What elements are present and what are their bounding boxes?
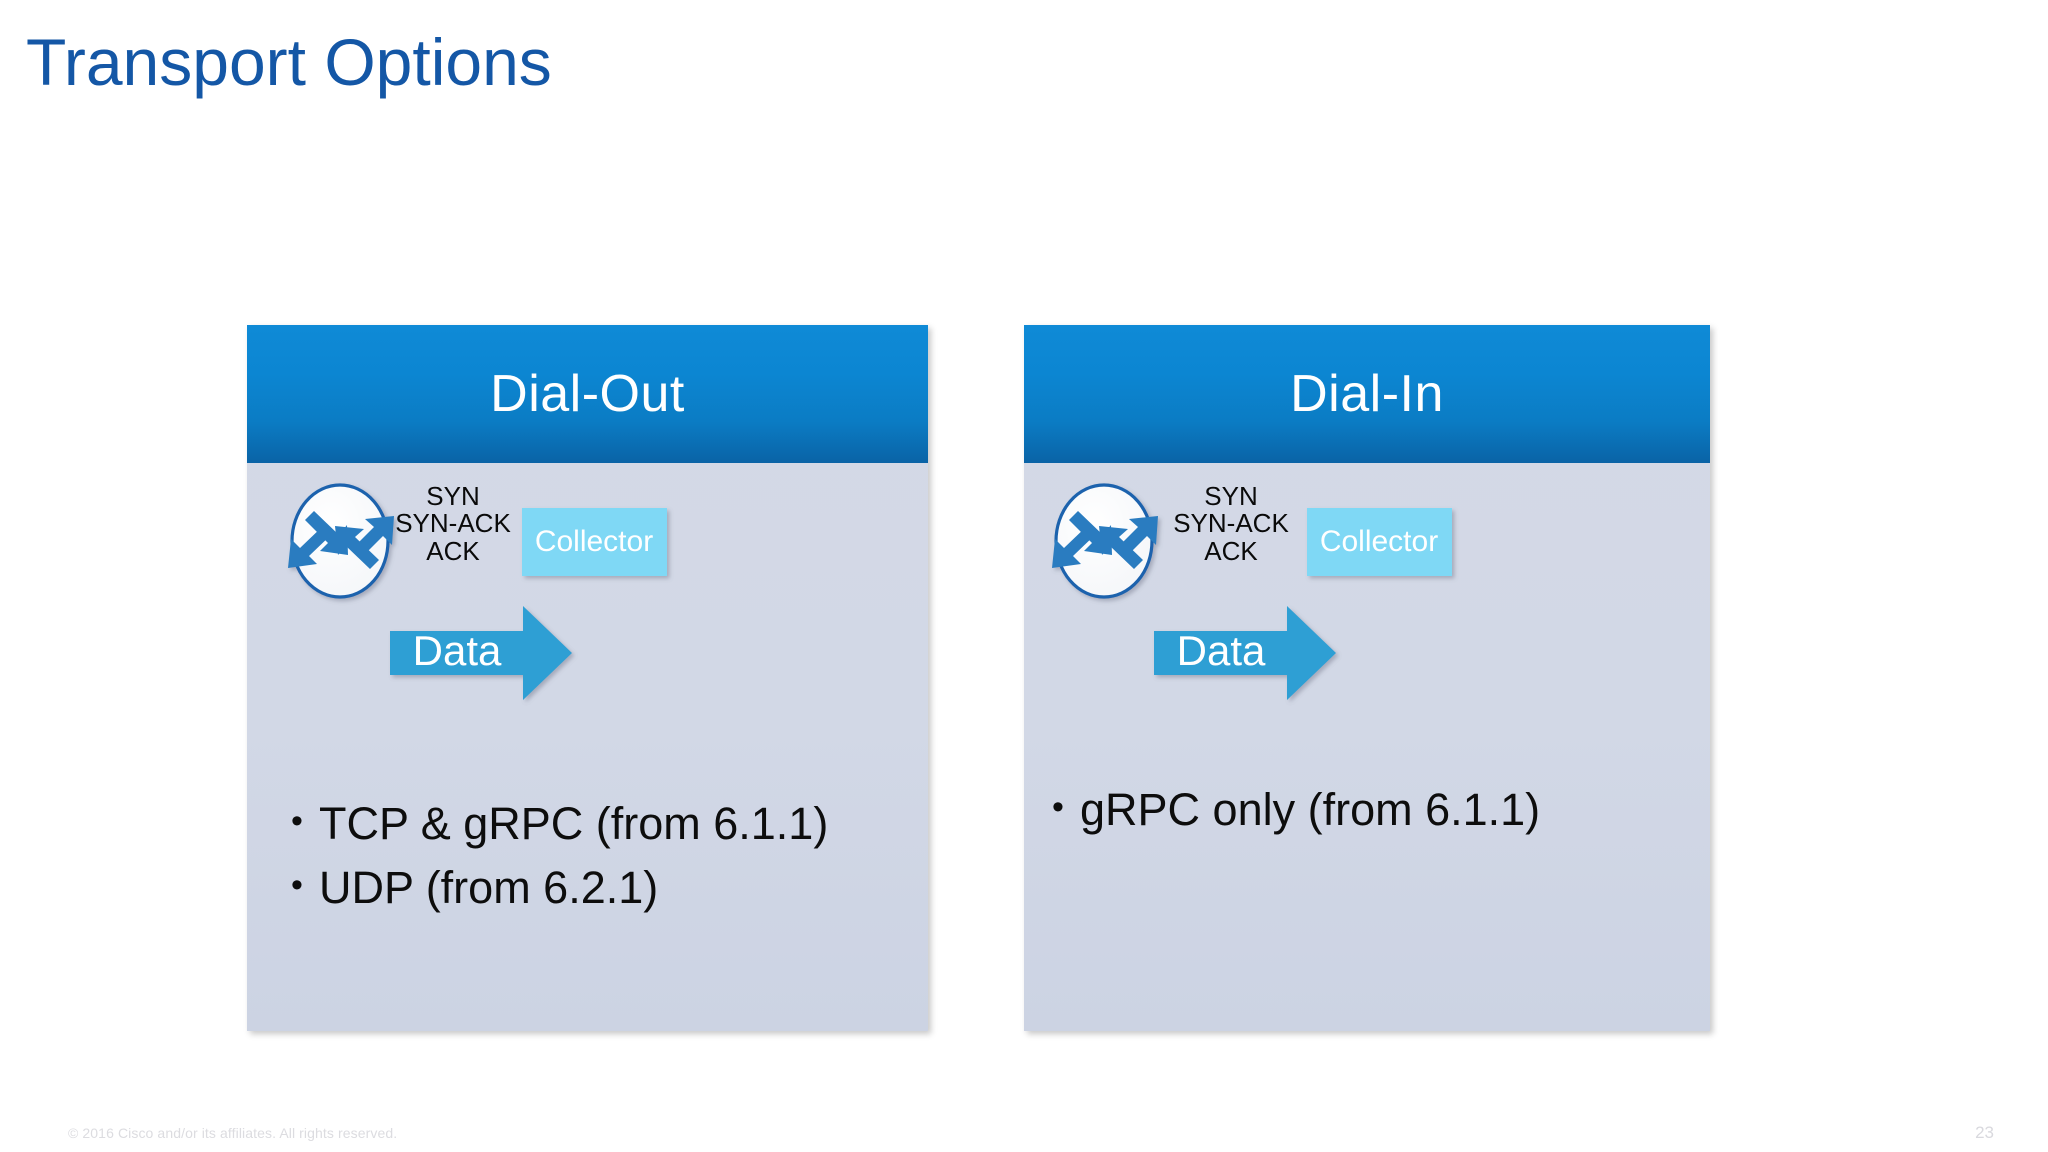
handshake-line-syn-ack: SYN-ACK — [384, 508, 523, 559]
bullet-text: TCP & gRPC (from 6.1.1) — [319, 798, 829, 849]
page-title: Transport Options — [26, 25, 552, 99]
diagram-dial-in: Collector SYN SYN-ACK ACK — [1024, 463, 1710, 803]
card-dial-in-body: Collector SYN SYN-ACK ACK — [1024, 463, 1710, 1031]
handshake-line-syn: SYN — [1148, 481, 1308, 533]
handshake-line-syn: SYN — [390, 481, 528, 533]
bullets-dial-out: • TCP & gRPC (from 6.1.1) • UDP (from 6.… — [247, 799, 928, 926]
data-arrow — [390, 606, 572, 700]
footer-page-number: 23 — [1975, 1123, 1994, 1142]
handshake-line-ack: ACK — [1148, 536, 1308, 587]
handshake-label-syn: SYN — [1204, 481, 1257, 511]
data-arrow-label: Data — [413, 627, 502, 674]
collector-label: Collector — [535, 525, 653, 558]
handshake-label-ack: ACK — [426, 536, 480, 566]
card-dial-out: Dial-Out — [247, 325, 928, 1031]
data-arrow-label: Data — [1177, 627, 1266, 674]
list-item: • UDP (from 6.2.1) — [291, 861, 902, 913]
card-dial-out-body: Collector SYN SYN-ACK ACK — [247, 463, 928, 1031]
collector-box — [522, 508, 667, 576]
bullet-text: gRPC only (from 6.1.1) — [1080, 784, 1541, 835]
handshake-line-ack: ACK — [390, 536, 528, 587]
router-icon — [1052, 483, 1158, 599]
handshake-label-ack: ACK — [1204, 536, 1258, 566]
bullet-dot-icon: • — [291, 802, 303, 840]
bullet-dot-icon: • — [1052, 788, 1064, 826]
card-dial-out-header: Dial-Out — [247, 325, 928, 463]
data-arrow — [1154, 606, 1336, 700]
handshake-label-syn-ack: SYN-ACK — [1173, 508, 1289, 538]
handshake-label-syn-ack: SYN-ACK — [395, 508, 511, 538]
card-dial-in: Dial-In — [1024, 325, 1710, 1031]
diagram-dial-out: Collector SYN SYN-ACK ACK — [247, 463, 928, 803]
router-icon — [288, 483, 394, 599]
card-dial-in-header: Dial-In — [1024, 325, 1710, 463]
collector-label: Collector — [1320, 525, 1438, 558]
list-item: • gRPC only (from 6.1.1) — [1052, 785, 1684, 835]
bullet-text: UDP (from 6.2.1) — [319, 861, 659, 913]
bullet-dot-icon: • — [291, 865, 303, 904]
list-item: • TCP & gRPC (from 6.1.1) — [291, 799, 902, 849]
handshake-line-syn-ack: SYN-ACK — [1154, 508, 1313, 559]
handshake-label-syn: SYN — [426, 481, 479, 511]
bullets-dial-in: • gRPC only (from 6.1.1) — [1024, 785, 1710, 849]
card-dial-in-title: Dial-In — [1290, 365, 1444, 423]
card-dial-out-title: Dial-Out — [490, 365, 685, 423]
collector-box — [1307, 508, 1452, 576]
footer-copyright: © 2016 Cisco and/or its affiliates. All … — [68, 1125, 398, 1141]
